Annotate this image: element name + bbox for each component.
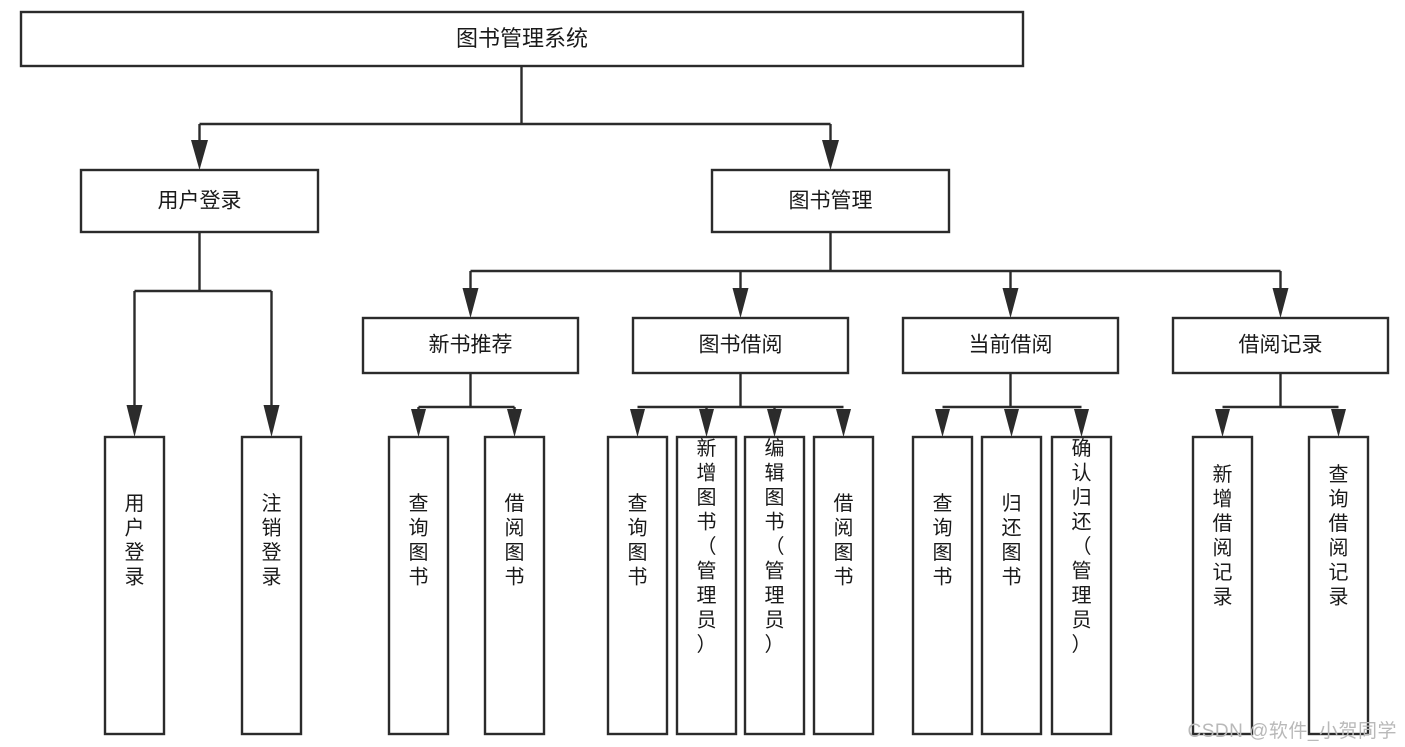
leaf-book-borrow-0-box[interactable] xyxy=(606,435,669,736)
node-new-book-recommend[interactable]: 新书推荐 xyxy=(361,316,580,375)
node-user-login[interactable]: 用户登录 xyxy=(79,168,320,234)
leaf-user-login-0-box[interactable] xyxy=(103,435,166,736)
node-book-borrow-label: 图书借阅 xyxy=(699,334,783,357)
node-book-manage-label: 图书管理 xyxy=(789,190,873,213)
node-book-manage[interactable]: 图书管理 xyxy=(710,168,951,234)
arrow-head-leaf-borrow-record-0 xyxy=(1215,409,1230,437)
leaf-current-borrow-0-label: 查询图书 xyxy=(933,492,953,589)
node-book-manage-box[interactable] xyxy=(710,168,951,234)
arrow-head-book-manage xyxy=(822,140,839,170)
arrow-head-leaf-book-borrow-2 xyxy=(767,409,782,437)
node-borrow-record-box[interactable] xyxy=(1171,316,1390,375)
leaf-book-borrow-1-box[interactable] xyxy=(675,435,738,736)
leaf-node[interactable]: 确认归还（管理员） xyxy=(1050,435,1113,736)
leaf-current-borrow-2-box[interactable] xyxy=(1050,435,1113,736)
connector-group-root xyxy=(191,66,839,170)
leaf-node[interactable]: 借阅图书 xyxy=(483,435,546,736)
leaf-node[interactable]: 查询图书 xyxy=(606,435,669,736)
leaf-borrow-record-1-box[interactable] xyxy=(1307,435,1370,736)
leaf-node[interactable]: 归还图书 xyxy=(980,435,1043,736)
arrow-head-leaf-new-book-1 xyxy=(507,409,522,437)
arrow-head-leaf-user-login-0 xyxy=(126,405,143,437)
leaf-current-borrow-0-box[interactable] xyxy=(911,435,974,736)
leaf-new-book-0-label: 查询图书 xyxy=(409,492,429,589)
leaf-book-borrow-1-label: 新增图书（管理员） xyxy=(697,437,717,656)
node-current-borrow-label: 当前借阅 xyxy=(969,334,1053,357)
arrow-head-leaf-current-borrow-1 xyxy=(1004,409,1019,437)
leaf-book-borrow-3-box[interactable] xyxy=(812,435,875,736)
arrow-head-leaf-user-login-1 xyxy=(263,405,280,437)
leaf-new-book-1-box[interactable] xyxy=(483,435,546,736)
node-current-borrow-box[interactable] xyxy=(901,316,1120,375)
node-root-label: 图书管理系统 xyxy=(456,26,588,51)
leaf-book-borrow-3-label: 借阅图书 xyxy=(834,492,854,589)
leaf-current-borrow-2-label: 确认归还（管理员） xyxy=(1072,437,1092,656)
leaf-book-borrow-2-box[interactable] xyxy=(743,435,806,736)
leaf-node[interactable]: 查询图书 xyxy=(911,435,974,736)
leaf-node[interactable]: 新增图书（管理员） xyxy=(675,435,738,736)
leaf-node[interactable]: 用户登录 xyxy=(103,435,166,736)
connector-group-new-book-recommend xyxy=(411,373,522,437)
node-borrow-record-label: 借阅记录 xyxy=(1239,334,1323,357)
arrow-head-user-login xyxy=(191,140,208,170)
node-current-borrow[interactable]: 当前借阅 xyxy=(901,316,1120,375)
arrow-head-book-borrow xyxy=(732,288,749,318)
leaf-node[interactable]: 注销登录 xyxy=(240,435,303,736)
leaf-book-borrow-0-label: 查询图书 xyxy=(628,492,648,589)
arrow-head-leaf-book-borrow-0 xyxy=(630,409,645,437)
connector-group-borrow-record xyxy=(1215,373,1346,437)
arrow-head-leaf-current-borrow-2 xyxy=(1074,409,1089,437)
node-borrow-record[interactable]: 借阅记录 xyxy=(1171,316,1390,375)
node-book-borrow[interactable]: 图书借阅 xyxy=(631,316,850,375)
node-user-login-box[interactable] xyxy=(79,168,320,234)
leaf-new-book-1-label: 借阅图书 xyxy=(505,492,525,589)
node-new-book-recommend-label: 新书推荐 xyxy=(429,334,513,357)
leaf-node[interactable]: 查询图书 xyxy=(387,435,450,736)
connector-group-book-borrow xyxy=(630,373,851,437)
leaf-user-login-0-label: 用户登录 xyxy=(125,493,145,589)
arrow-head-borrow-record xyxy=(1272,288,1289,318)
connector-group-book-manage xyxy=(462,232,1289,318)
arrow-head-leaf-book-borrow-3 xyxy=(836,409,851,437)
leaf-borrow-record-1-label: 查询借阅记录 xyxy=(1329,463,1349,609)
leaf-node[interactable]: 借阅图书 xyxy=(812,435,875,736)
leaf-borrow-record-0-box[interactable] xyxy=(1191,435,1254,736)
arrow-head-leaf-current-borrow-0 xyxy=(935,409,950,437)
connector-group-user-login xyxy=(126,232,280,437)
arrow-head-leaf-borrow-record-1 xyxy=(1331,409,1346,437)
leaf-user-login-1-label: 注销登录 xyxy=(262,492,282,589)
arrow-head-leaf-book-borrow-1 xyxy=(699,409,714,437)
node-root[interactable]: 图书管理系统 xyxy=(19,10,1025,68)
leaf-current-borrow-1-box[interactable] xyxy=(980,435,1043,736)
node-new-book-recommend-box[interactable] xyxy=(361,316,580,375)
arrow-head-new-book-recommend xyxy=(462,288,479,318)
leaf-borrow-record-0-label: 新增借阅记录 xyxy=(1213,463,1233,609)
leaf-new-book-0-box[interactable] xyxy=(387,435,450,736)
leaf-book-borrow-2-label: 编辑图书（管理员） xyxy=(765,437,785,656)
connector-group-current-borrow xyxy=(935,373,1089,437)
leaf-node[interactable]: 编辑图书（管理员） xyxy=(743,435,806,736)
node-user-login-label: 用户登录 xyxy=(158,190,242,213)
leaf-node[interactable]: 查询借阅记录 xyxy=(1307,435,1370,736)
leaf-current-borrow-1-label: 归还图书 xyxy=(1002,492,1022,589)
arrow-head-leaf-new-book-0 xyxy=(411,409,426,437)
leaf-node[interactable]: 新增借阅记录 xyxy=(1191,435,1254,736)
leaf-user-login-1-box[interactable] xyxy=(240,435,303,736)
node-book-borrow-box[interactable] xyxy=(631,316,850,375)
arrow-head-current-borrow xyxy=(1002,288,1019,318)
node-root-box[interactable] xyxy=(19,10,1025,68)
